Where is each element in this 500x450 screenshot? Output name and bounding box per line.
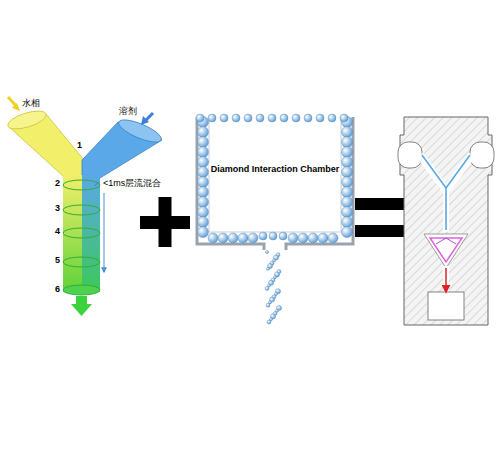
bubble [292, 114, 300, 122]
bubble [259, 232, 267, 240]
bubble [265, 286, 269, 290]
bubble [268, 114, 276, 122]
bubble [232, 114, 240, 122]
bubble [342, 177, 353, 188]
interaction-chamber [196, 114, 353, 324]
bubble [198, 137, 209, 148]
bubble [342, 137, 353, 148]
bubble [266, 251, 269, 254]
bubble [248, 233, 258, 243]
bubble [208, 114, 216, 122]
callout-number: 2 [55, 179, 60, 189]
bubble [218, 233, 228, 243]
phase-label: 溶剂 [119, 107, 137, 117]
bubble [198, 197, 209, 208]
callout-number: 4 [55, 227, 60, 237]
callout-number: 1 [77, 141, 82, 151]
bubble [279, 232, 287, 240]
bubble [342, 167, 353, 178]
bubble [198, 127, 209, 138]
chamber-title: Diamond Interaction Chamber [209, 163, 342, 175]
bubble [220, 114, 228, 122]
bubble [304, 114, 312, 122]
bubble [342, 197, 353, 208]
bubble [208, 233, 218, 243]
bubble [342, 187, 353, 198]
bubble [198, 217, 209, 228]
bubble [198, 147, 209, 158]
chamber-box: Diamond Interaction Chamber [201, 158, 349, 188]
bubble [342, 127, 353, 138]
phase-label: 水相 [22, 99, 40, 109]
bubble [238, 233, 248, 243]
bubble [198, 157, 209, 168]
bubble [269, 232, 277, 240]
bubble [342, 217, 353, 228]
callout-number: 3 [55, 204, 60, 214]
bubble [228, 233, 238, 243]
bubble [198, 207, 209, 218]
bubble [267, 267, 270, 270]
bubble [342, 207, 353, 218]
bubble [196, 114, 204, 122]
bubble [328, 233, 338, 243]
plus-sign [140, 197, 190, 247]
bubble [198, 227, 209, 238]
bubble [308, 233, 318, 243]
bubble [342, 227, 353, 238]
y-mixer [6, 97, 164, 316]
equals-sign [355, 198, 405, 237]
bubble [198, 177, 209, 188]
bubble [316, 114, 324, 122]
chamber-cross-section [398, 117, 494, 325]
bubble [198, 167, 209, 178]
bubble [266, 303, 270, 307]
bubble [342, 147, 353, 158]
bubble [342, 157, 353, 168]
bubble [340, 114, 348, 122]
bubble [288, 233, 298, 243]
bubble [256, 114, 264, 122]
bubble [267, 320, 271, 324]
callout-number: 6 [55, 285, 60, 295]
bubble [328, 114, 336, 122]
bubble [244, 114, 252, 122]
bubble [280, 114, 288, 122]
callout-number: 5 [55, 256, 60, 266]
bubble [318, 233, 328, 243]
bubble [198, 187, 209, 198]
note-label: <1ms层流混合 [103, 179, 161, 189]
bubble [298, 233, 308, 243]
